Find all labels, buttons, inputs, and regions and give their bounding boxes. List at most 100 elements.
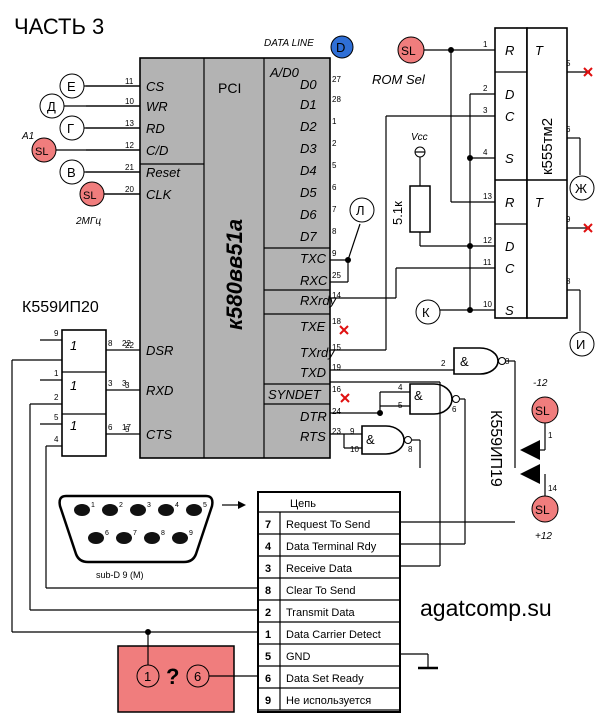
usart-left-pin: 11 bbox=[125, 77, 134, 86]
usart-right-sig: A/D0 bbox=[269, 65, 300, 80]
table-row-label: Data Carrier Detect bbox=[286, 629, 381, 641]
usart-right-sig: D7 bbox=[300, 229, 317, 244]
rx-pin: 17 bbox=[122, 423, 131, 432]
svg-text:SL: SL bbox=[535, 503, 550, 517]
db9-pin-label: 8 bbox=[161, 530, 165, 537]
svg-text:1: 1 bbox=[70, 338, 77, 353]
usart-right-pin: 9 bbox=[332, 249, 337, 258]
ff-pin: 8 bbox=[566, 277, 571, 286]
usart-left-pin: 12 bbox=[125, 141, 134, 150]
usart-right-pin: 15 bbox=[332, 343, 341, 352]
svg-text:К: К bbox=[422, 305, 430, 320]
svg-text:9: 9 bbox=[350, 427, 355, 436]
ff-pin: 10 bbox=[483, 300, 492, 309]
usart-left-sig: CTS bbox=[146, 427, 172, 442]
table-row-label: Receive Data bbox=[286, 563, 353, 575]
usart-left-pin: 22 bbox=[125, 341, 134, 350]
ff-pin: 5 bbox=[566, 59, 571, 68]
data-line-label: DATA LINE bbox=[264, 38, 314, 49]
svg-text:&: & bbox=[366, 432, 375, 447]
data-line-circle-label: D bbox=[336, 40, 345, 55]
db9-pin bbox=[144, 532, 160, 544]
k-circle bbox=[415, 299, 441, 325]
usart-left-sig: C/D bbox=[146, 143, 168, 158]
ff-sig: T bbox=[535, 195, 544, 210]
table-row-num: 5 bbox=[265, 651, 271, 663]
svg-text:6: 6 bbox=[194, 669, 201, 684]
db9-pin bbox=[158, 504, 174, 516]
usart-right-sig: RXC bbox=[300, 273, 328, 288]
rx-chip bbox=[61, 329, 107, 457]
usart-left-sig: DSR bbox=[146, 343, 173, 358]
sl-plus12-circle bbox=[531, 495, 559, 523]
usart-right-pin: 19 bbox=[332, 363, 341, 372]
ff-pin: 2 bbox=[483, 84, 488, 93]
left-circle-label: Д bbox=[47, 99, 56, 114]
usart-right-sig: TXD bbox=[300, 365, 326, 380]
ff-pin: 13 bbox=[483, 192, 492, 201]
db9-pin-label: 1 bbox=[91, 502, 95, 509]
resistor bbox=[409, 185, 431, 233]
freq-label: 2МГц bbox=[75, 216, 101, 227]
data-line-circle bbox=[330, 35, 354, 59]
i-circle bbox=[569, 331, 595, 357]
usart-right-pin: 25 bbox=[332, 271, 341, 280]
db9-pin bbox=[186, 504, 202, 516]
usart-right-pin: 23 bbox=[332, 427, 341, 436]
tx-name: К559ИП19 bbox=[487, 410, 504, 487]
usart-right-sig: D3 bbox=[300, 141, 317, 156]
ff-pin: 1 bbox=[483, 40, 488, 49]
usart-name: к580вв51а bbox=[222, 219, 247, 330]
ff-sig: R bbox=[505, 195, 514, 210]
usart-right-pin: 2 bbox=[332, 139, 337, 148]
svg-text:10: 10 bbox=[350, 445, 359, 454]
table-row-label: Request To Send bbox=[286, 519, 370, 531]
usart-right-sig: TXC bbox=[300, 251, 327, 266]
db9-pin-label: 2 bbox=[119, 502, 123, 509]
ff-sig: S bbox=[505, 151, 514, 166]
svg-text:SL: SL bbox=[535, 404, 550, 418]
db9-pin bbox=[172, 532, 188, 544]
usart-right-pin: 14 bbox=[332, 291, 341, 300]
usart-right-sig: DTR bbox=[300, 409, 327, 424]
l-circle bbox=[349, 197, 375, 223]
rx-pin: 3 bbox=[108, 379, 113, 388]
table-row-num: 9 bbox=[265, 695, 271, 707]
svg-text:Л: Л bbox=[356, 203, 365, 218]
usart-left-pin: 20 bbox=[125, 185, 134, 194]
usart-right-sig: D6 bbox=[300, 207, 317, 222]
gate-2 bbox=[409, 383, 453, 415]
rx-pin: 6 bbox=[108, 423, 113, 432]
table-row-label: Не используется bbox=[286, 695, 371, 707]
svg-text:Ж: Ж bbox=[575, 181, 587, 196]
left-circle-label: Г bbox=[67, 121, 74, 136]
usart-right-pin: 5 bbox=[332, 161, 337, 170]
usart-right-sig: SYNDET bbox=[268, 387, 322, 402]
usart-right-sig: D5 bbox=[300, 185, 317, 200]
ff-pin: 12 bbox=[483, 236, 492, 245]
table-row-num: 2 bbox=[265, 607, 271, 619]
usart-left-sig: RD bbox=[146, 121, 165, 136]
table-header: Цепь bbox=[290, 498, 316, 510]
rx-pin: 1 bbox=[54, 369, 59, 378]
ff-sig: C bbox=[505, 261, 515, 276]
ff-sig: C bbox=[505, 109, 515, 124]
db9-pin-label: 5 bbox=[203, 502, 207, 509]
ff-sig: R bbox=[505, 43, 514, 58]
db9-pin bbox=[74, 504, 90, 516]
table-row-num: 1 bbox=[265, 629, 271, 641]
zh-circle bbox=[569, 175, 595, 201]
svg-text:1: 1 bbox=[70, 378, 77, 393]
usart-right-pin: 6 bbox=[332, 183, 337, 192]
db9-pin bbox=[88, 532, 104, 544]
usart-left-sig: Reset bbox=[146, 165, 181, 180]
mystery-q: ? bbox=[166, 664, 179, 689]
rom-sel-label: ROM Sel bbox=[372, 72, 426, 87]
rx-name: К559ИП20 bbox=[22, 299, 99, 316]
svg-text:SL: SL bbox=[401, 44, 416, 58]
db9-pin bbox=[102, 504, 118, 516]
ff-pin: 6 bbox=[566, 125, 571, 134]
usart-left-pin: 21 bbox=[125, 163, 134, 172]
usart-right-pin: 24 bbox=[332, 407, 341, 416]
